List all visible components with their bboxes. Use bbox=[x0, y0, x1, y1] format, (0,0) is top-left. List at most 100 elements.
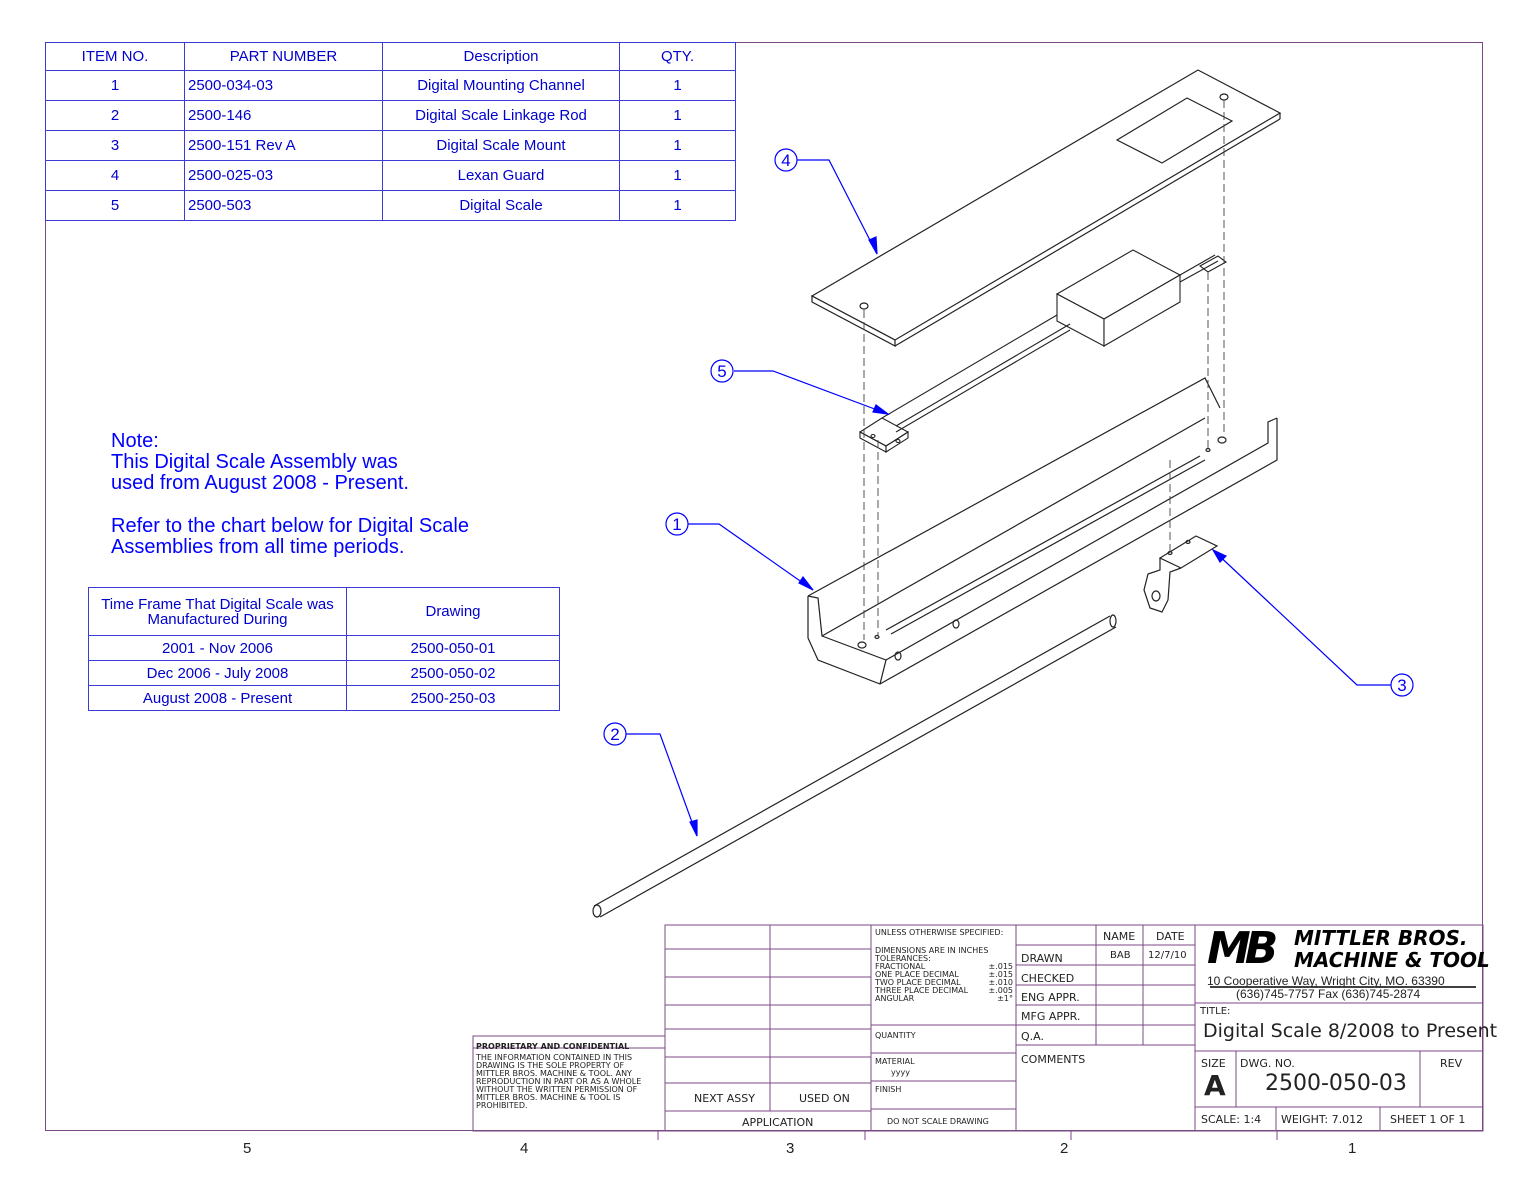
tolerance-value: ±.015 bbox=[988, 970, 1013, 979]
proprietary-line: MITTLER BROS. MACHINE & TOOL. ANY bbox=[476, 1069, 632, 1078]
drawing-title: Digital Scale 8/2008 to Present bbox=[1203, 1020, 1498, 1042]
tolerance-value: ±.010 bbox=[988, 978, 1013, 987]
sheet-size: A bbox=[1204, 1069, 1226, 1102]
note-refer-line: Assemblies from all time periods. bbox=[111, 536, 405, 558]
part-digital-scale bbox=[858, 249, 1228, 454]
company-logo: MB bbox=[1207, 923, 1278, 974]
balloon-3-label: 3 bbox=[1397, 676, 1406, 695]
qa-label: Q.A. bbox=[1021, 1030, 1044, 1043]
timeframe-drawing: 2500-250-03 bbox=[346, 685, 560, 711]
part-lexan-guard bbox=[810, 69, 1282, 347]
tolerance-name: THREE PLACE DECIMAL bbox=[875, 986, 969, 995]
tolerance-name: TWO PLACE DECIMAL bbox=[875, 978, 961, 987]
company-address: 10 Cooperative Way, Wright City, MO. 633… bbox=[1207, 974, 1445, 988]
bom-description: Lexan Guard bbox=[382, 160, 620, 191]
balloon-3 bbox=[1390, 673, 1414, 697]
proprietary-line: REPRODUCTION IN PART OR AS A WHOLE bbox=[476, 1077, 642, 1086]
balloon-2-label: 2 bbox=[610, 725, 619, 744]
material-value: yyyy bbox=[891, 1068, 910, 1077]
tolerance-name: TOLERANCES: bbox=[875, 954, 931, 963]
tolerance-name: ANGULAR bbox=[875, 994, 915, 1003]
drawn-label: DRAWN bbox=[1021, 952, 1063, 965]
timeframe-table: Time Frame That Digital Scale was Manufa… bbox=[88, 587, 560, 711]
timeframe-period: 2001 - Nov 2006 bbox=[88, 635, 347, 661]
bom-description: Digital Scale Linkage Rod bbox=[382, 100, 620, 131]
bom-description: Digital Scale Mount bbox=[382, 130, 620, 161]
balloon-1 bbox=[665, 512, 689, 536]
note-line: used from August 2008 - Present. bbox=[111, 472, 409, 494]
bom-item-no: 3 bbox=[45, 130, 185, 161]
note-line: Note: bbox=[111, 430, 159, 452]
balloon-1-label: 1 bbox=[672, 515, 681, 534]
assembly-center-lines bbox=[863, 100, 1225, 640]
bom-qty: 1 bbox=[619, 130, 736, 161]
weight-label: WEIGHT: 7.012 bbox=[1281, 1113, 1364, 1126]
part-mounting-channel bbox=[807, 377, 1278, 685]
bom-qty: 1 bbox=[619, 160, 736, 191]
comments-label: COMMENTS bbox=[1021, 1053, 1086, 1066]
tolerance-name: FRACTIONAL bbox=[875, 962, 926, 971]
tolerance-line: THREE PLACE DECIMAL ±.005 bbox=[875, 987, 1013, 995]
finish-label: FINISH bbox=[875, 1085, 902, 1094]
balloon-4-label: 4 bbox=[781, 151, 790, 170]
application-label: APPLICATION bbox=[742, 1116, 814, 1129]
material-label: MATERIAL bbox=[875, 1057, 915, 1066]
tolerance-line: DIMENSIONS ARE IN INCHES bbox=[875, 947, 1013, 955]
drawn-date: 12/7/10 bbox=[1148, 950, 1187, 961]
bom-part-number: 2500-151 Rev A bbox=[184, 130, 383, 161]
proprietary-line: THE INFORMATION CONTAINED IN THIS bbox=[476, 1053, 633, 1062]
tolerance-value: ±.005 bbox=[988, 986, 1013, 995]
rev-label: REV bbox=[1440, 1057, 1463, 1070]
assembly-note: Note: This Digital Scale Assembly was us… bbox=[111, 431, 469, 558]
tolerance-name: ONE PLACE DECIMAL bbox=[875, 970, 959, 979]
bom-header-part: PART NUMBER bbox=[184, 42, 383, 71]
zone-label-5: 5 bbox=[243, 1140, 252, 1157]
note-refer-line: Refer to the chart below for Digital Sca… bbox=[111, 515, 469, 537]
next-assy-label: NEXT ASSY bbox=[694, 1092, 755, 1105]
title-label: TITLE: bbox=[1200, 1006, 1231, 1017]
scale-label: SCALE: 1:4 bbox=[1201, 1113, 1262, 1126]
timeframe-period: August 2008 - Present bbox=[88, 685, 347, 711]
part-linkage-rod bbox=[592, 614, 1117, 918]
company-name-line1: MITTLER BROS. bbox=[1294, 926, 1468, 950]
bom-qty: 1 bbox=[619, 70, 736, 101]
tolerance-value: ±1° bbox=[997, 994, 1013, 1003]
dwg-no-label: DWG. NO. bbox=[1240, 1057, 1295, 1070]
timeframe-header-row: Time Frame That Digital Scale was Manufa… bbox=[88, 587, 560, 636]
tolerance-name: DIMENSIONS ARE IN INCHES bbox=[875, 946, 989, 955]
tolerance-line: TWO PLACE DECIMAL ±.010 bbox=[875, 979, 1013, 987]
note-line: This Digital Scale Assembly was bbox=[111, 451, 398, 473]
timeframe-period: Dec 2006 - July 2008 bbox=[88, 660, 347, 686]
tolerance-line: ANGULAR ±1° bbox=[875, 995, 1013, 1003]
zone-label-4: 4 bbox=[520, 1140, 529, 1157]
sheet-label: SHEET 1 OF 1 bbox=[1390, 1113, 1466, 1126]
title-block-grid bbox=[472, 924, 1484, 1132]
bom-item-no: 4 bbox=[45, 160, 185, 191]
drawing-number: 2500-050-03 bbox=[1265, 1071, 1407, 1096]
bom-description: Digital Mounting Channel bbox=[382, 70, 620, 101]
balloon-4 bbox=[774, 148, 798, 172]
tolerance-line: ONE PLACE DECIMAL ±.015 bbox=[875, 971, 1013, 979]
zone-label-1: 1 bbox=[1348, 1140, 1357, 1157]
bom-qty: 1 bbox=[619, 190, 736, 221]
bom-header-row: ITEM NO. PART NUMBER Description QTY. bbox=[45, 42, 736, 71]
quantity-label: QUANTITY bbox=[875, 1031, 916, 1040]
unless-specified-label: UNLESS OTHERWISE SPECIFIED: bbox=[875, 928, 1004, 937]
company-name-line2: MACHINE & TOOL bbox=[1294, 948, 1490, 972]
bom-item-no: 5 bbox=[45, 190, 185, 221]
balloon-2 bbox=[603, 722, 627, 746]
balloon-5 bbox=[710, 359, 734, 383]
proprietary-line: WITHOUT THE WRITTEN PERMISSION OF bbox=[476, 1085, 638, 1094]
zone-label-2: 2 bbox=[1060, 1140, 1069, 1157]
zone-ticks bbox=[657, 1131, 1278, 1140]
